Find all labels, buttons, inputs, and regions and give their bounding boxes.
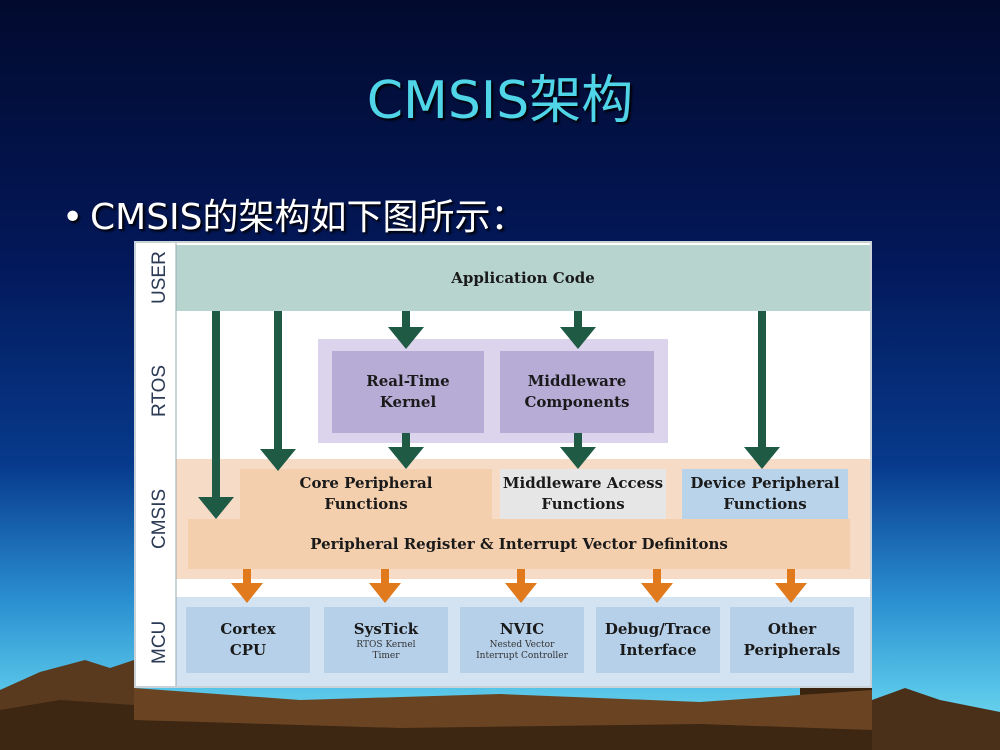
- mcu-block-title1: Cortex: [220, 620, 276, 638]
- rtos-kernel-line2: Kernel: [379, 393, 437, 411]
- middleware-components-label: Middleware Components: [500, 351, 654, 433]
- mcu-block-sub2: Timer: [372, 650, 400, 661]
- mcu-block-title2: Peripherals: [743, 641, 841, 659]
- middleware-access-line2: Functions: [541, 495, 625, 513]
- middleware-components-line1: Middleware: [527, 372, 627, 390]
- layer-label-cmsis: CMSIS: [149, 488, 170, 550]
- middleware-access-box: [500, 469, 666, 519]
- mcu-box-other: [730, 607, 854, 673]
- rtos-kernel-label: Real-Time Kernel: [332, 351, 484, 433]
- core-peripheral-line2: Functions: [324, 495, 408, 513]
- diagram-shapes: [175, 243, 870, 686]
- mcu-box-debug: [596, 607, 720, 673]
- peripheral-register-text: Peripheral Register & Interrupt Vector D…: [310, 534, 728, 553]
- layer-label-rtos: RTOS: [149, 364, 170, 418]
- middleware-access-line1: Middleware Access: [502, 474, 664, 492]
- mcu-debug-trace: Debug/Trace Interface: [596, 607, 720, 673]
- rtos-kernel-box: [332, 351, 484, 433]
- mcu-box-systick: [324, 607, 448, 673]
- mcu-other-peripherals: Other Peripherals: [730, 607, 854, 673]
- device-peripheral-label: Device Peripheral Functions: [682, 469, 848, 519]
- mcu-block-title1: NVIC: [499, 619, 545, 638]
- mcu-box-nvic: [460, 607, 584, 673]
- mcu-block-title1: SysTick: [353, 619, 419, 638]
- mcu-block-sub1: Nested Vector: [489, 639, 555, 650]
- bullet-dot: •: [62, 197, 84, 238]
- mcu-systick: SysTick RTOS Kernel Timer: [324, 607, 448, 673]
- peripheral-register-label: Peripheral Register & Interrupt Vector D…: [188, 519, 850, 569]
- middleware-components-line2: Components: [524, 393, 630, 411]
- mcu-block-title1: Other: [767, 620, 817, 638]
- slide-title: CMSIS架构: [366, 71, 634, 131]
- cmsis-architecture-diagram: USER RTOS CMSIS MCU Application Code Rea…: [134, 241, 872, 688]
- rtos-kernel-line1: Real-Time: [366, 372, 450, 390]
- core-peripheral-box: [240, 469, 492, 519]
- application-code-text: Application Code: [451, 268, 595, 287]
- orange-arrows: [231, 569, 807, 603]
- device-peripheral-line2: Functions: [723, 495, 807, 513]
- mcu-block-sub2: Interrupt Controller: [476, 650, 568, 661]
- peripheral-register-bar: [188, 519, 850, 569]
- mcu-box-cortex: [186, 607, 310, 673]
- layer-label-user: USER: [149, 251, 170, 305]
- device-peripheral-line1: Device Peripheral: [690, 474, 840, 492]
- layer-label-mcu: MCU: [149, 620, 170, 664]
- device-peripheral-box: [682, 469, 848, 519]
- bullet-text: CMSIS的架构如下图所示：: [90, 197, 527, 238]
- bullet-text-line: •CMSIS的架构如下图所示：: [62, 188, 527, 240]
- mcu-nvic: NVIC Nested Vector Interrupt Controller: [460, 607, 584, 673]
- green-arrows: [198, 311, 780, 519]
- mcu-cortex-cpu: Cortex CPU: [186, 607, 310, 673]
- mcu-block-title2: Interface: [619, 641, 697, 659]
- application-code-label: Application Code: [176, 245, 870, 311]
- mcu-block-sub1: RTOS Kernel: [356, 639, 416, 650]
- mcu-block-title1: Debug/Trace: [604, 620, 712, 638]
- middleware-components-box: [500, 351, 654, 433]
- middleware-access-label: Middleware Access Functions: [500, 469, 666, 519]
- user-layer-band: [176, 245, 870, 311]
- core-peripheral-line1: Core Peripheral: [299, 474, 433, 492]
- mcu-block-title2: CPU: [229, 641, 267, 659]
- core-peripheral-label: Core Peripheral Functions: [240, 469, 492, 519]
